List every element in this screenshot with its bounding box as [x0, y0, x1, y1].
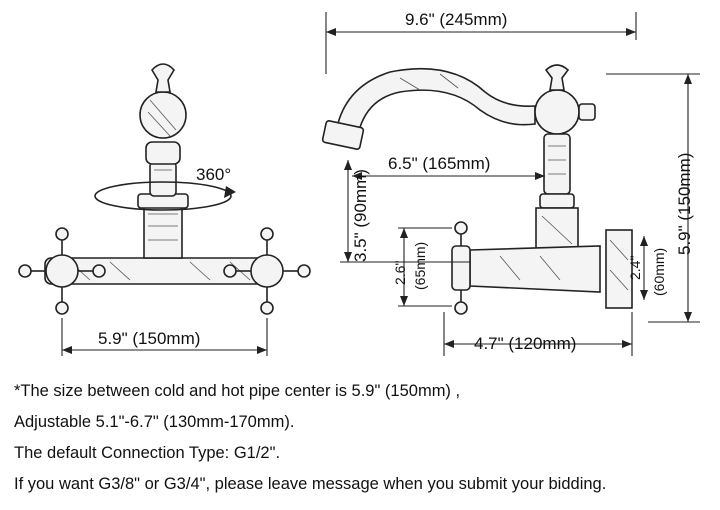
spout-aerator [321, 120, 365, 150]
wall-flange [605, 229, 633, 309]
faucet-column [143, 205, 183, 259]
total-height-label: 5.9" (150mm) [675, 153, 694, 255]
rotation-arrow [94, 181, 232, 211]
depth-label: 4.7" (120mm) [474, 334, 576, 353]
note-adjustable: Adjustable 5.1"-6.7" (130mm-170mm). [14, 413, 295, 431]
front-view: 360° 5.9 [18, 63, 311, 356]
wall-height-b-mm-label: (60mm) [651, 248, 667, 296]
spout-height-label: 3.5" (90mm) [351, 169, 370, 262]
wall-height-a-mm-label: (65mm) [412, 242, 428, 290]
spout-reach-label: 9.6" (245mm) [405, 10, 507, 29]
side-view: 9.6" (245mm) 6.5" (165mm) 3.5" (90mm) 2.… [321, 10, 700, 356]
cold-cross-handle [18, 227, 106, 315]
side-column [543, 133, 571, 195]
spout [334, 67, 536, 150]
spout-length-label: 6.5" (165mm) [388, 154, 490, 173]
wall-height-b-label: 2.4" [627, 256, 643, 280]
note-pipe-center: *The size between cold and hot pipe cent… [14, 382, 461, 400]
notes-section: *The size between cold and hot pipe cent… [14, 376, 714, 500]
note-connection-type: The default Connection Type: G1/2". [14, 444, 281, 462]
side-cross-handle [451, 221, 471, 315]
center-distance-label: 5.9" (150mm) [98, 329, 200, 348]
wall-height-a-label: 2.6" [392, 261, 408, 285]
faucet-dimension-diagram: 360° 5.9 [18, 10, 700, 356]
wall-inlet-pipe [469, 245, 601, 293]
hot-cross-handle [223, 227, 311, 315]
side-ball-joint [534, 89, 580, 135]
note-custom-connection: If you want G3/8" or G3/4", please leave… [14, 475, 607, 493]
rotation-label: 360° [196, 165, 231, 184]
